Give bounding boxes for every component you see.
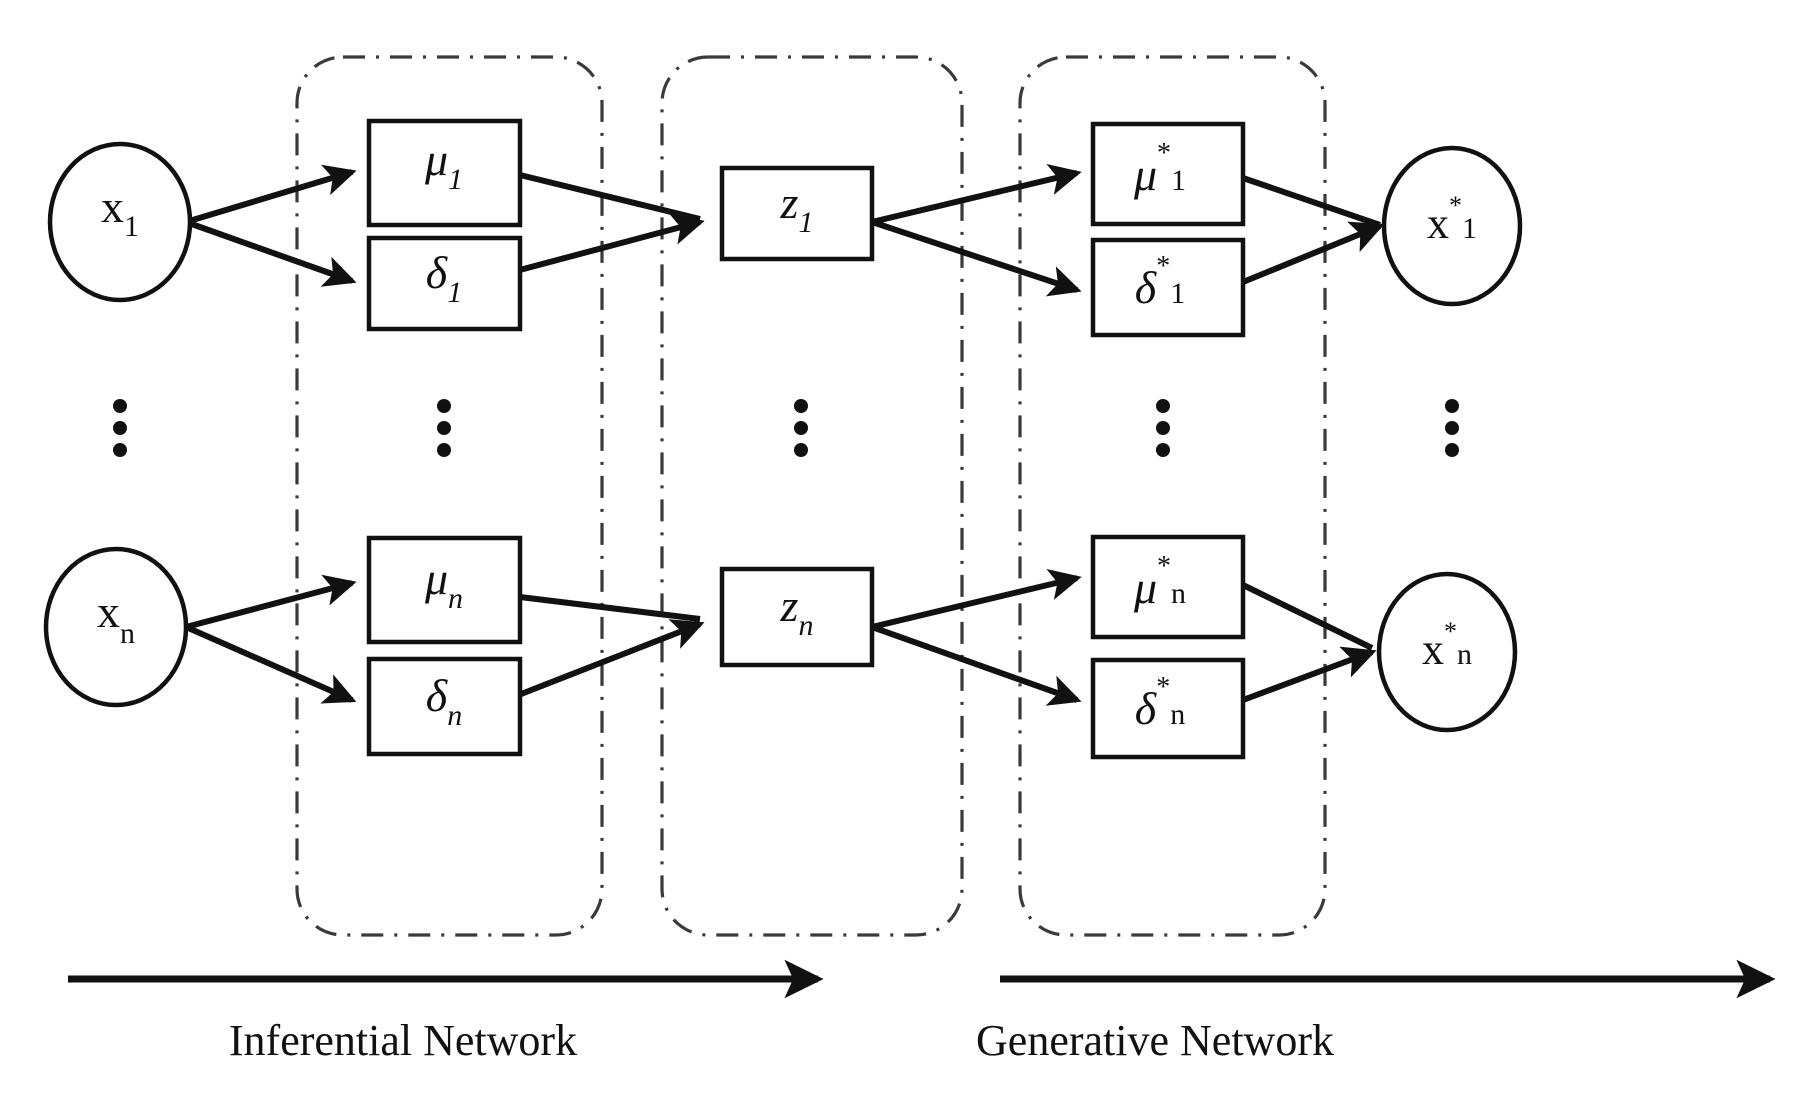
edge-delta1star-to-x1star	[1241, 221, 1385, 285]
edge-zn-to-munstar	[871, 568, 1082, 630]
output-node-xn-star-label: x*n	[1422, 617, 1472, 674]
decoder-delta-box-n[interactable]	[1090, 657, 1246, 760]
ellipsis-decoder	[1156, 399, 1170, 457]
edge-mu1-to-z1	[519, 172, 701, 222]
encoder-mu-box-1[interactable]	[366, 118, 523, 228]
decoder-delta-box-1[interactable]	[1090, 237, 1246, 338]
latent-box-n-label: zn	[780, 580, 814, 642]
edge-zn-to-deltanstar	[870, 624, 1082, 706]
output-node-x1-star-label: x*1	[1427, 191, 1477, 248]
decoder-mu-box-1[interactable]	[1090, 121, 1246, 227]
output-node-x1-star[interactable]	[1381, 145, 1523, 307]
input-node-xn-label: xn	[97, 586, 135, 650]
output-node-xn-star[interactable]	[1376, 571, 1518, 733]
encoder-parameter-group	[295, 55, 604, 937]
edge-x1-to-mu1	[185, 164, 357, 225]
ellipsis-latent	[794, 399, 808, 457]
decoder-delta-box-1-label: δ*1	[1135, 251, 1185, 313]
decoder-mu-box-1-label: μ*1	[1133, 138, 1186, 200]
edge-mun-to-zn	[519, 594, 701, 622]
edge-xn-to-mun	[185, 574, 357, 630]
encoder-delta-box-1[interactable]	[366, 235, 523, 332]
ellipsis-inputs	[113, 399, 127, 457]
edge-deltan-to-zn	[514, 619, 705, 699]
latent-box-n[interactable]	[719, 566, 875, 668]
section-label-generative: Generative Network	[976, 1016, 1334, 1065]
edge-mu1star-to-x1star	[1242, 175, 1381, 228]
edge-xn-to-deltan	[184, 624, 357, 704]
decoder-delta-box-n-label: δ*n	[1135, 672, 1185, 734]
edge-munstar-to-xnstar	[1241, 582, 1374, 651]
latent-box-1[interactable]	[719, 165, 875, 262]
ellipsis-encoder	[437, 399, 451, 457]
input-node-x1[interactable]	[47, 141, 193, 303]
edge-z1-to-delta1star	[871, 219, 1082, 297]
decoder-parameter-group	[1018, 55, 1327, 937]
encoder-mu-box-n-label: μn	[424, 553, 463, 615]
edge-x1-to-delta1	[184, 219, 357, 287]
encoder-delta-box-1-label: δ1	[426, 247, 462, 309]
section-label-inferential: Inferential Network	[229, 1016, 577, 1065]
encoder-delta-box-n-label: δn	[426, 670, 462, 732]
edge-z1-to-mu1star	[871, 163, 1082, 225]
decoder-mu-box-n[interactable]	[1090, 534, 1246, 640]
input-node-xn[interactable]	[43, 546, 189, 708]
encoder-mu-box-n[interactable]	[366, 535, 523, 645]
encoder-delta-box-n[interactable]	[366, 656, 523, 757]
latent-box-1-label: z1	[780, 177, 814, 239]
ellipsis-outputs	[1445, 399, 1459, 457]
input-node-x1-label: x1	[101, 181, 139, 243]
edge-deltanstar-to-xnstar	[1241, 646, 1377, 703]
encoder-mu-box-1-label: μ1	[424, 134, 463, 196]
edge-delta1-to-z1	[515, 213, 705, 274]
decoder-mu-box-n-label: μ*n	[1133, 551, 1186, 613]
latent-variable-group	[660, 55, 964, 937]
